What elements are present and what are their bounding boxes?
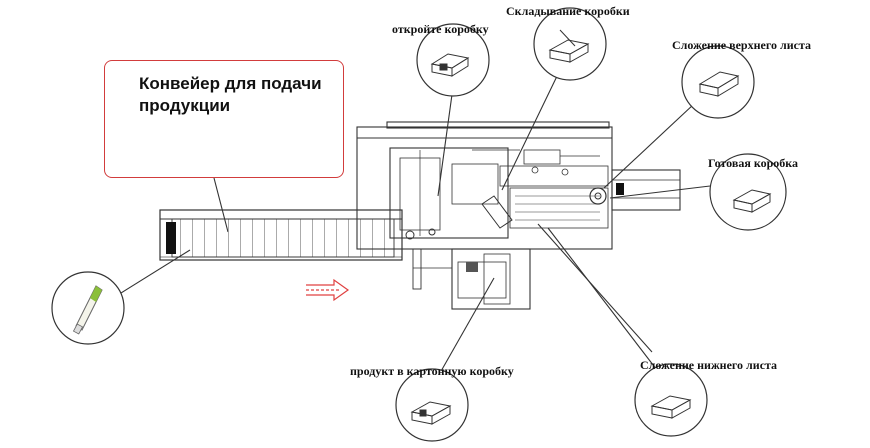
callout-circle-top-sheet	[681, 45, 755, 119]
label-product-into-box: продукт в картонную коробку	[350, 364, 514, 378]
folding-box-icon	[548, 29, 590, 63]
bottom-fold-box-icon	[650, 395, 692, 419]
callout-circle-finished-box	[709, 153, 787, 231]
label-open-box: откройте коробку	[392, 22, 489, 36]
conveyor-callout-box: Конвейер для подачи продукции	[104, 60, 344, 178]
product-into-box-icon	[410, 401, 452, 425]
callout-circle-product-tube	[51, 271, 125, 345]
product-conveyor	[159, 209, 403, 261]
open-box-icon	[430, 53, 470, 77]
product-tube-icon	[72, 285, 103, 335]
callout-circle-fold-box	[533, 7, 607, 81]
machine-body	[356, 121, 681, 310]
conveyor-callout-line-2: продукции	[139, 96, 231, 115]
callout-circle-open-box	[416, 23, 490, 97]
label-finished-box: Готовая коробка	[708, 156, 798, 170]
label-bottom-sheet: Сложение нижнего листа	[640, 358, 778, 372]
leader-lines	[112, 71, 711, 381]
label-fold-box: Складывание коробки	[506, 4, 630, 18]
conveyor-callout-line-1: Конвейер для подачи	[139, 74, 322, 93]
callout-circle-bottom-sheet	[634, 363, 708, 437]
label-top-sheet: Сложение верхнего листа	[672, 38, 812, 52]
top-fold-box-icon	[698, 71, 740, 97]
finished-box-icon	[732, 189, 772, 213]
conveyor-callout-text: Конвейер для подачи продукции	[139, 73, 322, 117]
flow-direction-arrow	[306, 278, 350, 302]
callout-circle-product-into-box	[395, 368, 469, 442]
